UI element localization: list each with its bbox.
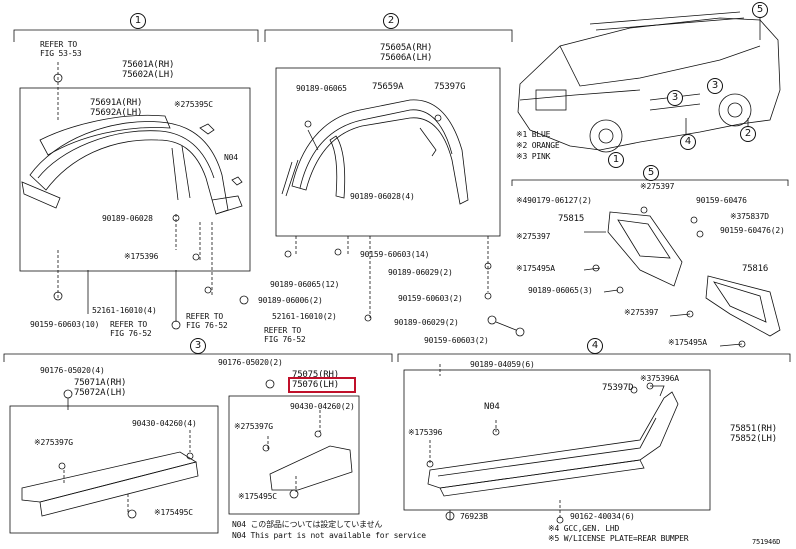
- highlight-box-75076: [288, 377, 356, 393]
- vehicle-drawing: [517, 11, 781, 166]
- section3-drawing: [21, 379, 353, 519]
- s2-screw-52161[interactable]: 52161-16010(2): [272, 312, 337, 321]
- section2-bracket: [264, 29, 513, 237]
- s3-bolt-90430-2[interactable]: 90430-04260(2): [290, 402, 355, 411]
- s1-refer-top[interactable]: REFER TO FIG 53-53: [40, 40, 82, 58]
- section-number-3: 3: [190, 338, 206, 354]
- s1-part-75691A[interactable]: 75691A(RH) 75692A(LH): [90, 98, 143, 118]
- legend-orange: ※2 ORANGE: [516, 141, 560, 150]
- s3-bolt-90430[interactable]: 90430-04260(4): [132, 419, 197, 428]
- section-number-4: 4: [587, 338, 603, 354]
- s2-bolt-90159-60603-2[interactable]: 90159-60603(2): [398, 294, 463, 303]
- s3-clip-275397G[interactable]: ※275397G: [34, 438, 73, 447]
- car-callout-1: 1: [608, 152, 624, 168]
- s2-bolt-90189-06028[interactable]: 90189-06028(4): [350, 192, 415, 201]
- s5-bolt-90189-06065[interactable]: 90189-06065(3): [528, 286, 593, 295]
- s1-screw-52161[interactable]: 52161-16010(4): [92, 306, 157, 315]
- s5-part-75815[interactable]: 75815: [558, 214, 585, 224]
- s4-bolt-90189-04059[interactable]: 90189-04059(6): [470, 360, 535, 369]
- rear-fender-flare-drawing: [239, 99, 525, 337]
- note-n04-en: N04 This part is not available for servi…: [232, 531, 426, 540]
- s2-bolt-90189-06029-b[interactable]: 90189-06029(2): [394, 318, 459, 327]
- section-number-5: 5: [643, 165, 659, 181]
- s2-part-75605A[interactable]: 75605A(RH) 75606A(LH): [380, 43, 433, 63]
- s1-refer-bl[interactable]: REFER TO FIG 76-52: [110, 320, 152, 338]
- legend-blue: ※1 BLUE: [516, 130, 551, 139]
- s5-bolt-90179[interactable]: ※490179-06127(2): [516, 196, 592, 205]
- s3-clip-275397G-b[interactable]: ※275397G: [234, 422, 273, 431]
- s3-clip-175495C[interactable]: ※175495C: [154, 508, 193, 517]
- car-callout-2: 2: [740, 126, 756, 142]
- s1-n04: N04: [224, 153, 238, 162]
- s2-bolt-90189-06029[interactable]: 90189-06029(2): [388, 268, 453, 277]
- s1-clip-175396[interactable]: ※175396: [124, 252, 159, 261]
- s1-bolt-90159-60603[interactable]: 90159-60603(10): [30, 320, 100, 329]
- s1-part-75601A[interactable]: 75601A(RH) 75602A(LH): [122, 60, 175, 80]
- s3-part-75075[interactable]: 75075(RH): [292, 370, 339, 380]
- legend-pink: ※3 PINK: [516, 152, 551, 161]
- s5-clip-275397[interactable]: ※275397: [640, 182, 675, 191]
- s5-clip-275397-b[interactable]: ※275397: [516, 232, 551, 241]
- s5-bolt-90159-60476[interactable]: 90159-60476: [696, 196, 747, 205]
- s2-bolt-90189-06065-12[interactable]: 90189-06065(12): [270, 280, 340, 289]
- front-fender-flare-drawing: [21, 62, 243, 330]
- section1-bracket: [13, 29, 259, 272]
- section4-drawing: [426, 364, 679, 524]
- s4-part-75397D[interactable]: 75397D: [602, 383, 634, 393]
- note-5: ※5 W/LICENSE PLATE=REAR BUMPER: [548, 534, 689, 543]
- car-callout-3-rear: 3: [707, 78, 723, 94]
- s3-bolt-90176[interactable]: 90176-05020(4): [40, 366, 105, 375]
- section5-drawing: [583, 206, 781, 348]
- s4-part-75851[interactable]: 75851(RH) 75852(LH): [730, 424, 777, 444]
- car-callout-3: 3: [667, 90, 683, 106]
- s4-bolt-90162[interactable]: 90162-40034(6): [570, 512, 635, 521]
- car-callout-4: 4: [680, 134, 696, 150]
- s1-clip-275395C[interactable]: ※275395C: [174, 100, 213, 109]
- s5-clip-375837D[interactable]: ※375837D: [730, 212, 769, 221]
- s2-bolt-90159-60603-14[interactable]: 90159-60603(14): [360, 250, 430, 259]
- s1-refer-br[interactable]: REFER TO FIG 76-52: [186, 312, 228, 330]
- s2-bolt-90189-06006[interactable]: 90189-06006(2): [258, 296, 323, 305]
- s2-part-75659A[interactable]: 75659A: [372, 82, 404, 92]
- s4-clip-175396[interactable]: ※175396: [408, 428, 443, 437]
- s4-n04: N04: [484, 402, 500, 412]
- section4-bracket: [397, 353, 791, 511]
- s3-clip-175495C-b[interactable]: ※175495C: [238, 492, 277, 501]
- car-callout-5: 5: [752, 2, 768, 18]
- s3-part-75071A[interactable]: 75071A(RH) 75072A(LH): [74, 378, 127, 398]
- section-number-1: 1: [130, 13, 146, 29]
- s4-clip-375396A[interactable]: ※375396A: [640, 374, 679, 383]
- figure-number: 751946D: [752, 538, 781, 546]
- s1-bolt-90189-06028[interactable]: 90189-06028: [102, 214, 153, 223]
- s4-clip-76923B[interactable]: 76923B: [460, 512, 488, 521]
- note-n04-jp: N04 この部品については設定していません: [232, 520, 383, 529]
- s5-clip-175495A-b[interactable]: ※175495A: [668, 338, 707, 347]
- section-number-2: 2: [383, 13, 399, 29]
- s3-bolt-90176-2[interactable]: 90176-05020(2): [218, 358, 283, 367]
- note-4: ※4 GCC,GEN. LHD: [548, 524, 620, 533]
- s5-part-75816[interactable]: 75816: [742, 264, 769, 274]
- s5-clip-275397-c[interactable]: ※275397: [624, 308, 659, 317]
- s5-clip-175495A[interactable]: ※175495A: [516, 264, 555, 273]
- section3-bracket: [3, 353, 393, 534]
- s2-clip-75397G[interactable]: 75397G: [434, 82, 466, 92]
- s3-part-75076[interactable]: 75076(LH): [292, 380, 339, 390]
- s5-bolt-90159-60476-2[interactable]: 90159-60476(2): [720, 226, 785, 235]
- s2-bolt-90189-06065[interactable]: 90189-06065: [296, 84, 347, 93]
- s2-refer[interactable]: REFER TO FIG 76-52: [264, 326, 306, 344]
- s2-bolt-90159-60603-b[interactable]: 90159-60603(2): [424, 336, 489, 345]
